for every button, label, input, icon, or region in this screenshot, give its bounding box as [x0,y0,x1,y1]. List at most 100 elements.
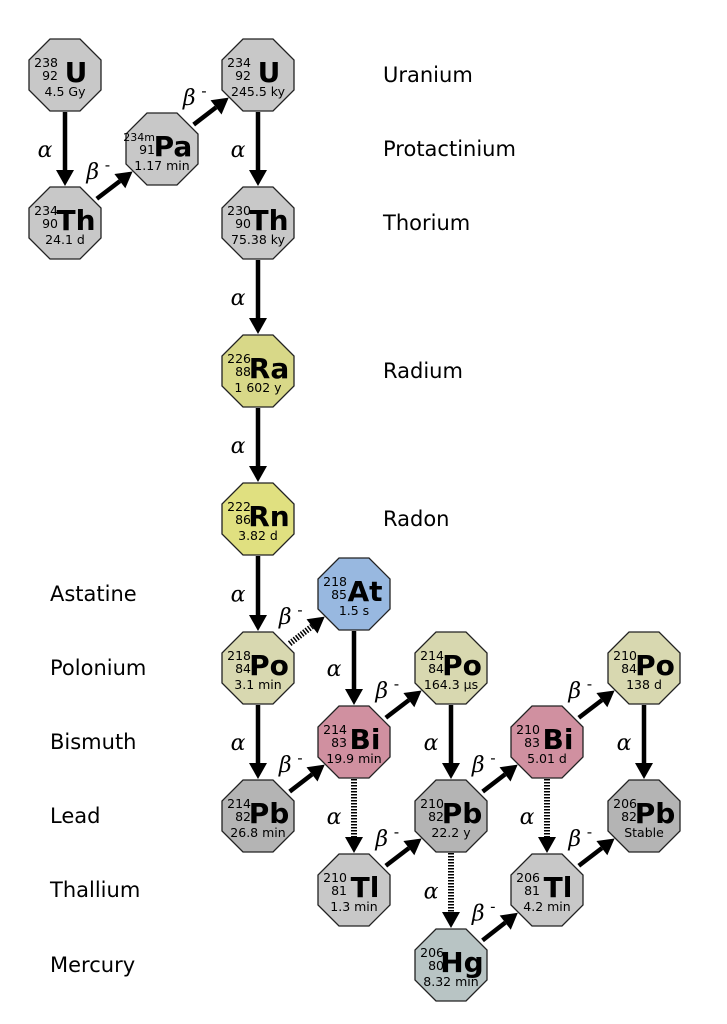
arrow-head [596,690,615,708]
arrow-head [442,912,460,928]
alpha-label: α [231,583,246,608]
beta-label: β [567,827,581,852]
beta-label: β [85,160,99,185]
beta-label: β [471,753,485,778]
element-label-uranium: Uranium [383,63,473,87]
beta-label: β [374,827,388,852]
nuclide-octagon [414,779,488,853]
beta-minus-sup: - [394,823,399,841]
element-label-thallium: Thallium [49,878,140,902]
mass-number: 210 [613,648,637,663]
atomic-number: 82 [428,809,444,824]
arrow-head [596,838,615,856]
beta-minus-sup: - [587,823,592,841]
element-label-astatine: Astatine [50,582,137,606]
atomic-number: 84 [428,661,444,676]
decay-arrow-po218-at218: β- [278,601,325,646]
atomic-number: 90 [42,216,58,231]
arrow-head [345,689,363,705]
arrow-head [249,318,267,334]
half-life: 19.9 min [326,751,381,766]
element-symbol: U [65,56,88,89]
nuclide-octagon [607,631,681,705]
arrow-shaft [288,772,314,794]
nuclide-octagon [510,705,584,779]
half-life: 4.5 Gy [45,84,87,99]
arrow-head [306,616,325,634]
beta-minus-sup: - [490,898,495,916]
arrow-head [249,466,267,482]
decay-arrow-tl210-pb210: β- [374,823,422,868]
alpha-label: α [424,731,439,756]
decay-arrow-at218-bi214: α [327,631,363,705]
arrow-head [442,763,460,779]
beta-minus-sup: - [201,82,206,100]
arrow-head [210,97,229,115]
element-label-protactinium: Protactinium [383,137,516,161]
half-life: 24.1 d [45,232,85,247]
arrow-head [635,763,653,779]
beta-minus-sup: - [105,156,110,174]
nuclide-octagon [221,334,295,408]
atomic-number: 85 [331,587,347,602]
atomic-number: 88 [235,364,251,379]
arrow-head [345,837,363,853]
arrow-head [538,837,556,853]
element-symbol: Po [442,649,482,682]
atomic-number: 81 [331,883,347,898]
atomic-number: 91 [139,142,155,157]
element-symbol: Hg [440,946,483,979]
arrow-shaft [577,846,604,868]
mass-number: 210 [420,796,444,811]
mass-number: 206 [516,870,540,885]
element-symbol: At [347,575,382,608]
half-life: 138 d [626,677,662,692]
nuclide-octagon [221,482,295,556]
mass-number: 206 [420,945,444,960]
mass-number: 210 [323,870,347,885]
decay-arrow-po218-pb214: α [231,705,267,779]
half-life: 3.82 d [238,528,278,543]
atomic-number: 84 [235,661,251,676]
element-label-thorium: Thorium [382,211,470,235]
arrow-shaft [481,920,507,943]
half-life: 1.17 min [134,158,189,173]
arrow-head [114,171,133,189]
nuclide-octagon [607,779,681,853]
beta-minus-sup: - [587,675,592,693]
arrow-head [249,170,267,186]
element-label-radium: Radium [383,359,463,383]
mass-number: 234 [34,203,58,218]
alpha-label: α [520,805,535,830]
atomic-number: 82 [235,809,251,824]
half-life: 5.01 d [527,751,567,766]
element-symbol: Po [249,649,289,682]
half-life: 22.2 y [431,825,471,840]
decay-arrow-pb210-hg206: α [424,853,460,928]
atomic-number: 83 [524,735,540,750]
mass-number: 214 [323,722,347,737]
element-symbol: Th [249,204,288,237]
half-life: 1 602 y [234,380,282,395]
beta-label: β [182,86,196,111]
half-life: 8.32 min [423,974,478,989]
beta-label: β [278,605,292,630]
decay-arrow-bi214-tl210: α [327,779,363,853]
decay-arrow-bi210-po210: β- [567,675,615,720]
arrow-head [403,838,422,856]
arrow-head [249,615,267,631]
